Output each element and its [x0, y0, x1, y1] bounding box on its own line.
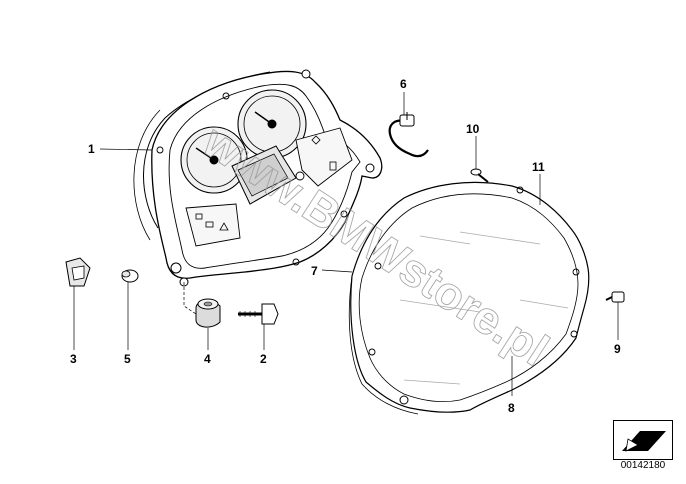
rubber-bush-part-4 [195, 298, 221, 328]
callout-8: 8 [508, 401, 515, 415]
arrow-icon [622, 431, 666, 452]
screw-part-9 [605, 291, 625, 303]
instrument-cluster [133, 69, 383, 287]
cluster-cover [348, 181, 590, 415]
reference-box [613, 420, 673, 460]
callout-7: 7 [311, 264, 318, 278]
grommet-part-5 [121, 269, 139, 283]
callout-1: 1 [88, 142, 95, 156]
callout-6: 6 [400, 77, 407, 91]
callout-3: 3 [70, 352, 77, 366]
leader-lines [73, 92, 619, 396]
screw-part-10 [470, 168, 489, 183]
callout-4: 4 [204, 352, 211, 366]
callout-5: 5 [124, 352, 131, 366]
callout-10: 10 [466, 122, 480, 136]
mounting-guide [183, 282, 197, 315]
callout-2: 2 [260, 352, 267, 366]
callout-9: 9 [614, 342, 621, 356]
diagram-reference-id: 00142180 [620, 460, 666, 471]
speed-nut-part-3 [65, 257, 91, 287]
screw-part-2 [238, 303, 279, 325]
callout-11: 11 [532, 160, 545, 174]
wiring-lead [388, 112, 429, 158]
